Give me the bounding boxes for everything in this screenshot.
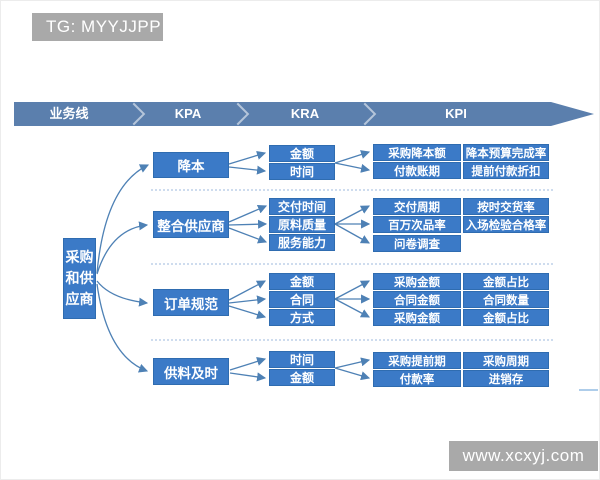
- kpi-box: 付款账期: [373, 162, 461, 179]
- kra-box: 金额: [269, 273, 335, 290]
- kpa-box: 整合供应商: [153, 211, 229, 238]
- banner-label-kra: KRA: [290, 106, 320, 121]
- kpi-box: 采购周期: [463, 352, 549, 369]
- kpi-box: 进销存: [463, 370, 549, 387]
- decorative-dash: [579, 389, 598, 391]
- kpi-box: 金额占比: [463, 309, 549, 326]
- kpa-box: 降本: [153, 152, 229, 178]
- kpi-box: 降本预算完成率: [463, 144, 549, 161]
- kpi-box: 按时交货率: [463, 198, 549, 215]
- bottom-watermark: www.xcxyj.com: [449, 441, 598, 471]
- kpi-box: 金额占比: [463, 273, 549, 290]
- kpi-box: 采购提前期: [373, 352, 461, 369]
- kra-box: 原料质量: [269, 216, 335, 233]
- kra-box: 时间: [269, 163, 335, 180]
- banner-label-kpi: KPI: [445, 106, 467, 121]
- kpi-box: 提前付款折扣: [463, 162, 549, 179]
- chevron-right-icon: [122, 102, 146, 126]
- kpi-box: 采购金额: [373, 273, 461, 290]
- kra-box: 服务能力: [269, 234, 335, 251]
- kpi-box: 合同金额: [373, 291, 461, 308]
- kra-box: 时间: [269, 351, 335, 368]
- kra-box: 金额: [269, 369, 335, 386]
- kpi-box: 交付周期: [373, 198, 461, 215]
- kra-box: 金额: [269, 145, 335, 162]
- kpi-box: 百万次品率: [373, 216, 461, 233]
- kra-box: 交付时间: [269, 198, 335, 215]
- banner-label-business-line: 业务线: [49, 106, 89, 121]
- kra-to-kpi-arrows: [334, 150, 371, 381]
- kpi-box: 付款率: [373, 370, 461, 387]
- kpa-to-kra-arrows: [228, 150, 268, 382]
- kpi-box: 入场检验合格率: [463, 216, 549, 233]
- chevron-right-icon: [226, 102, 250, 126]
- kpa-box: 订单规范: [153, 289, 229, 316]
- kpi-box: 采购金额: [373, 309, 461, 326]
- kpi-box: 采购降本额: [373, 144, 461, 161]
- root-to-kpa-arrows: [96, 164, 150, 373]
- kra-box: 合同: [269, 291, 335, 308]
- banner-label-kpa: KPA: [174, 106, 202, 121]
- kra-box: 方式: [269, 309, 335, 326]
- kpi-box: 合同数量: [463, 291, 549, 308]
- kpi-box: 问卷调查: [373, 235, 461, 252]
- process-banner: 业务线 KPA KRA KPI: [14, 102, 594, 126]
- kpa-box: 供料及时: [153, 358, 229, 385]
- chevron-right-icon: [353, 102, 377, 126]
- root-box: 采购和供应商: [63, 238, 96, 319]
- top-watermark: TG: MYYJJPP: [32, 13, 163, 41]
